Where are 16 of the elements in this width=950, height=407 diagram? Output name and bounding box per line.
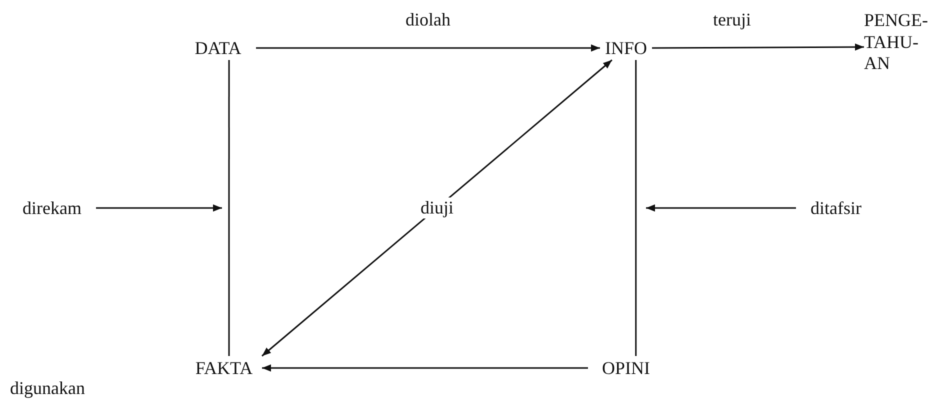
note-text: digunakan <box>10 378 85 399</box>
arrow <box>262 59 612 357</box>
node-label: OPINI <box>602 358 650 378</box>
node-label: INFO <box>604 38 647 58</box>
connector-line <box>228 60 230 356</box>
arrow <box>96 204 222 212</box>
arrow <box>646 204 796 212</box>
node-label: direkam <box>22 198 82 218</box>
node-label: DATA <box>194 38 242 58</box>
arrow <box>652 43 864 51</box>
arrow <box>262 364 588 372</box>
arrow <box>256 44 600 52</box>
connector-line <box>635 60 637 356</box>
node-label: ditafsir <box>810 198 862 218</box>
node-label: FAKTA <box>195 358 253 378</box>
node-label: PENGE- TAHU- AN <box>864 10 928 75</box>
